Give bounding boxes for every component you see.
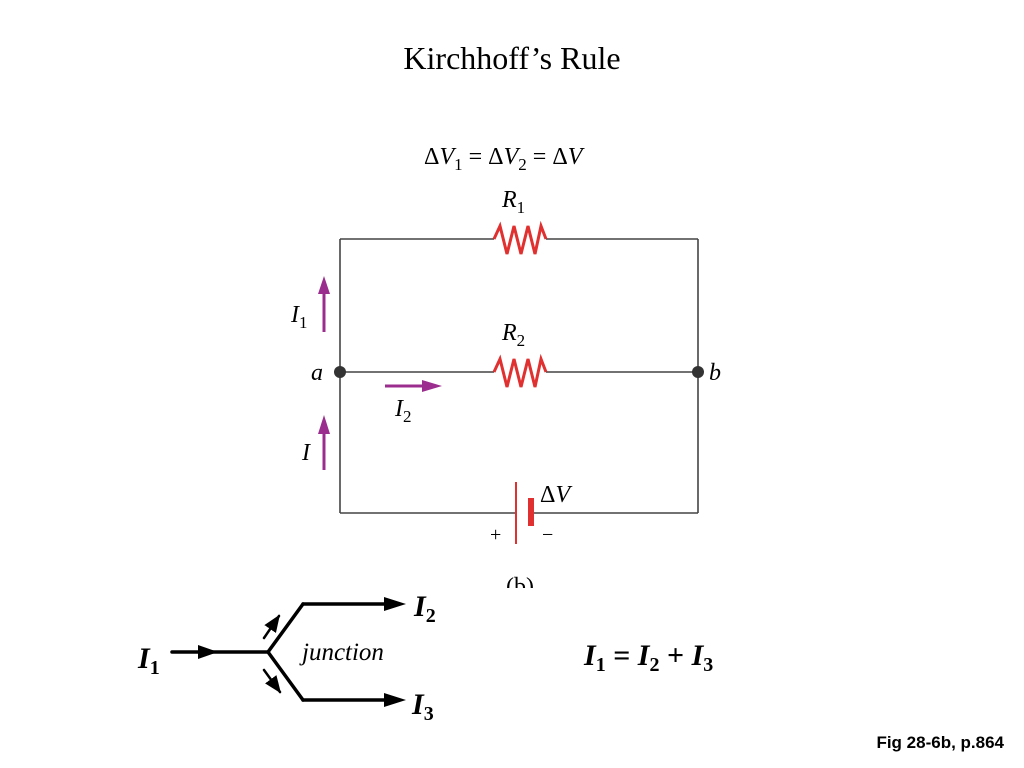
- resistor-r2-label: R2: [501, 320, 525, 350]
- current-i1-label: I1: [290, 302, 308, 332]
- node-b-label: b: [709, 360, 721, 386]
- current-arrows: [318, 276, 442, 470]
- battery-label: ΔV: [540, 482, 572, 508]
- current-i2-label: I2: [394, 396, 412, 426]
- battery-symbol: [515, 482, 534, 544]
- battery-minus-label: −: [542, 524, 553, 546]
- junction-equation: I1 = I2 + I3: [583, 639, 713, 676]
- node-a-label: a: [311, 360, 323, 386]
- battery-plus-label: +: [490, 524, 501, 546]
- resistor-r2-symbol: [492, 353, 548, 388]
- current-i-label: I: [301, 440, 311, 466]
- junction-out-top-label: I2: [413, 590, 436, 627]
- slide-title: Kirchhoff’s Rule: [403, 40, 621, 76]
- junction-diagram: [170, 597, 406, 707]
- circuit-diagram: ΔV1 = ΔV2 = ΔV: [290, 144, 721, 608]
- resistor-r1-label: R1: [501, 187, 525, 217]
- junction-out-bottom-label: I3: [411, 688, 434, 725]
- voltage-equation: ΔV1 = ΔV2 = ΔV: [424, 144, 585, 174]
- node-b-dot: [692, 366, 704, 378]
- figure-caption: Fig 28-6b, p.864: [876, 733, 1004, 752]
- junction-label: junction: [299, 639, 384, 666]
- node-a-dot: [334, 366, 346, 378]
- junction-in-current-label: I1: [137, 642, 160, 679]
- resistor-r1-symbol: [492, 220, 548, 255]
